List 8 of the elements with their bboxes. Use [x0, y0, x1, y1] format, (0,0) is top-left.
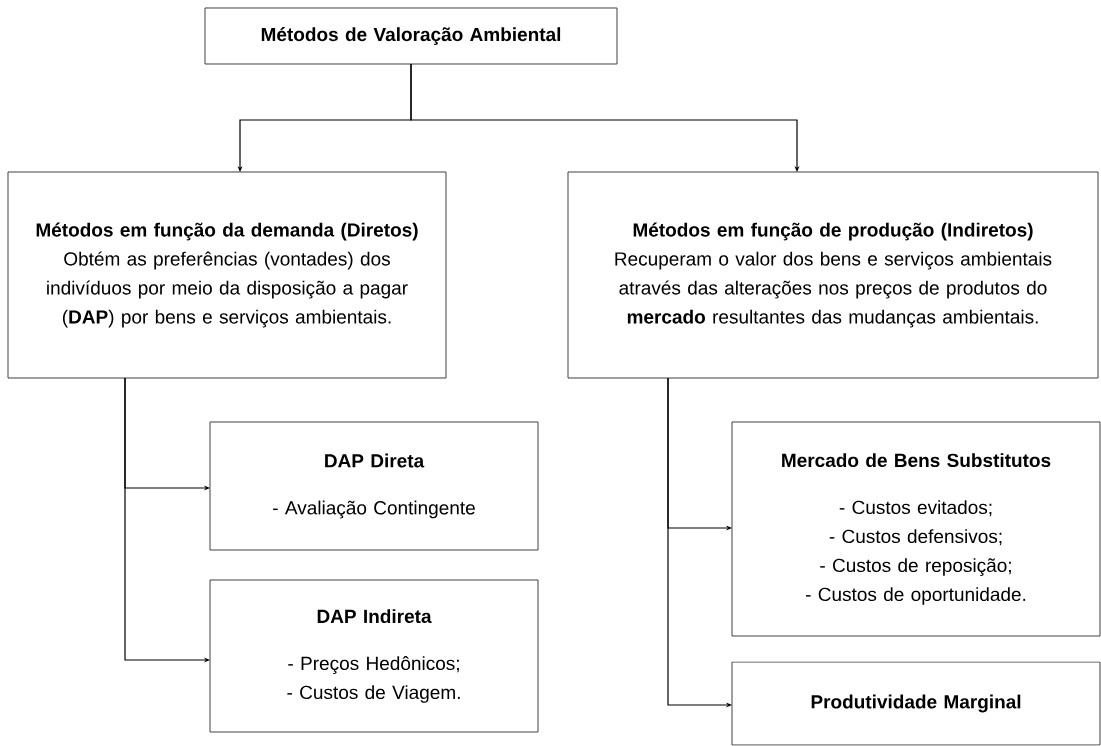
method-box: Mercado de Bens Substitutos - Custos evitados; - Custos defensivos; - Custos de reposição; - Custos de oportunidade. [731, 421, 1101, 637]
category-box: Métodos em função de produção (Indiretos) Recuperam o valor dos bens e serviços ambientais através das alterações nos preços de produtos do mercado resultantes das mudanças ambientais. [567, 171, 1099, 379]
method-box: DAP Direta - Avaliação Contingente [209, 421, 539, 551]
title-box: Métodos de Valoração Ambiental [204, 7, 618, 65]
method-box: DAP Indireta - Preços Hedônicos; - Custos de Viagem. [209, 579, 539, 733]
method-box: Produtividade Marginal [731, 661, 1101, 746]
category-box: Métodos em função da demanda (Diretos) Obtém as preferências (vontades) dos indivíduos por meio da disposição a pagar (DAP) por bens e serviços ambientais. [7, 171, 447, 379]
arrow [410, 63, 800, 172]
